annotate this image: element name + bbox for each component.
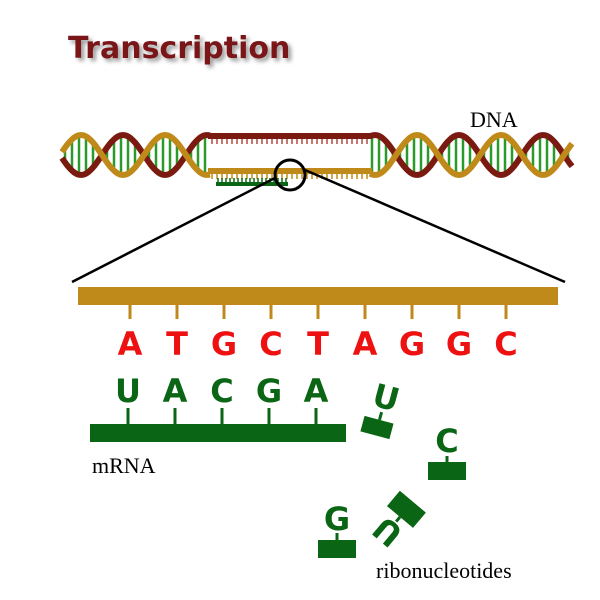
mrna-tick — [267, 408, 271, 424]
dna-strand — [59, 132, 211, 178]
mrna-base: A — [163, 372, 188, 410]
mrna-backbone — [90, 424, 346, 442]
mrna-label: mRNA — [92, 453, 156, 478]
template-base: G — [446, 325, 472, 363]
template-base: A — [118, 325, 143, 363]
template-strand-bubble — [208, 168, 372, 174]
template-tick — [128, 305, 132, 319]
template-tick — [316, 305, 320, 319]
template-tick — [175, 305, 179, 319]
dna-strand — [368, 132, 575, 178]
template-base: A — [353, 325, 378, 363]
ribonucleotide-c: C — [428, 422, 466, 480]
template-base: T — [307, 325, 329, 363]
mrna-base: C — [210, 372, 233, 410]
dna-helix — [59, 132, 575, 186]
mrna-base: A — [304, 372, 329, 410]
template-tick — [410, 305, 414, 319]
ribonucleotide-u-rotated: U — [366, 490, 426, 554]
title: Transcription — [68, 31, 290, 66]
magnifier-circle — [273, 158, 307, 192]
template-tick — [363, 305, 367, 319]
template-tick — [269, 305, 273, 319]
template-base: G — [399, 325, 425, 363]
svg-text:U: U — [368, 376, 403, 419]
ribonucleotide-g: G — [318, 500, 356, 558]
nascent-rna — [216, 182, 288, 186]
zoom-line-right — [304, 168, 566, 284]
coding-strand — [208, 133, 372, 139]
mrna-tick — [220, 408, 224, 424]
svg-text:C: C — [435, 422, 458, 460]
template-base: C — [259, 325, 282, 363]
ribonucleotide-u: U — [360, 376, 403, 440]
mrna-tick — [173, 408, 177, 424]
template-base: C — [494, 325, 517, 363]
mrna-tick — [126, 408, 130, 424]
mrna-base: U — [115, 372, 141, 410]
template-tick — [504, 305, 508, 319]
svg-text:G: G — [324, 500, 350, 538]
dna-template-strand — [78, 287, 558, 305]
template-tick — [457, 305, 461, 319]
ribonucleotides-label: ribonucleotides — [376, 558, 512, 583]
template-base: G — [211, 325, 237, 363]
template-base: T — [166, 325, 188, 363]
dna-label: DNA — [470, 107, 518, 132]
mrna-tick — [314, 408, 318, 424]
dna-strand — [368, 132, 575, 178]
mrna-base: G — [256, 372, 282, 410]
template-tick — [222, 305, 226, 319]
zoom-line-left — [71, 176, 276, 284]
